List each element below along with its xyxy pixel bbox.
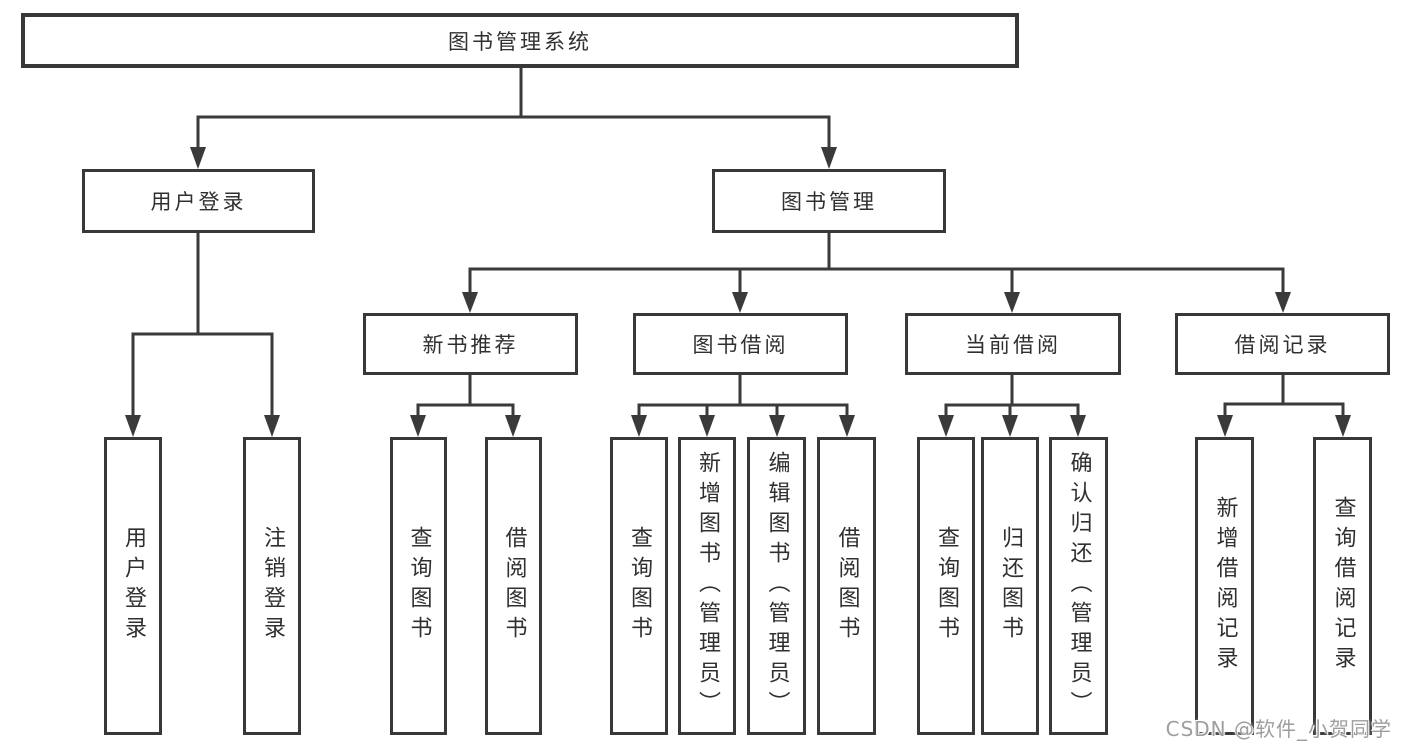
leaf-cb-query-books: 查询图书 xyxy=(917,437,975,735)
leaf-cb-return-books: 归还图书 xyxy=(981,437,1039,735)
node-book-borrow: 图书借阅 xyxy=(633,313,848,375)
connector-line xyxy=(416,403,515,416)
leaf-br-add-record: 新增借阅记录 xyxy=(1195,437,1254,735)
connector-line xyxy=(468,267,1285,294)
connector-line xyxy=(1223,402,1345,416)
arrowhead-down-icon xyxy=(1335,415,1351,437)
leaf-nb-query-books: 查询图书 xyxy=(390,437,447,735)
leaf-bb-add-books-admin: 新增图书（管理员） xyxy=(678,437,736,735)
connector-line xyxy=(131,332,274,416)
arrowhead-down-icon xyxy=(631,415,647,437)
node-book-management: 图书管理 xyxy=(712,169,946,233)
connector-borrow-records-to-leaves xyxy=(1217,375,1351,437)
leaf-logout: 注销登录 xyxy=(243,437,301,735)
arrowhead-down-icon xyxy=(1275,292,1291,313)
connector-new-book-recommend-to-leaves xyxy=(410,375,521,437)
arrowhead-down-icon xyxy=(821,147,837,169)
arrowhead-down-icon xyxy=(938,415,954,437)
arrowhead-down-icon xyxy=(410,415,426,437)
arrowhead-down-icon xyxy=(1070,415,1086,437)
connector-book-borrow-to-leaves xyxy=(631,375,855,437)
leaf-user-login: 用户登录 xyxy=(104,437,162,735)
arrowhead-down-icon xyxy=(732,292,748,313)
watermark: CSDN @软件_小贺同学 xyxy=(1165,717,1392,741)
arrowhead-down-icon xyxy=(699,415,715,437)
leaf-br-query-record: 查询借阅记录 xyxy=(1313,437,1372,735)
arrowhead-down-icon xyxy=(264,415,280,437)
arrowhead-down-icon xyxy=(190,147,206,169)
arrowhead-down-icon xyxy=(1002,415,1018,437)
leaf-bb-borrow-books: 借阅图书 xyxy=(817,437,876,735)
connector-book-management-to-level3 xyxy=(462,233,1291,313)
node-library-management-system: 图书管理系统 xyxy=(21,13,1019,68)
leaf-cb-confirm-return-admin: 确认归还（管理员） xyxy=(1049,437,1108,735)
node-current-borrow: 当前借阅 xyxy=(905,313,1121,375)
arrowhead-down-icon xyxy=(505,415,521,437)
connector-line xyxy=(196,115,831,150)
connector-line xyxy=(944,403,1080,416)
arrowhead-down-icon xyxy=(769,415,785,437)
arrowhead-down-icon xyxy=(1004,292,1020,313)
leaf-nb-borrow-books: 借阅图书 xyxy=(485,437,542,735)
connector-line xyxy=(637,403,849,416)
leaf-bb-edit-books-admin: 编辑图书（管理员） xyxy=(747,437,806,735)
node-new-book-recommend: 新书推荐 xyxy=(363,313,578,375)
arrowhead-down-icon xyxy=(839,415,855,437)
node-borrow-records: 借阅记录 xyxy=(1175,313,1390,375)
leaf-bb-query-books: 查询图书 xyxy=(610,437,668,735)
connector-root-to-level2 xyxy=(190,68,837,169)
arrowhead-down-icon xyxy=(462,292,478,313)
arrowhead-down-icon xyxy=(1217,415,1233,437)
connector-user-login-to-leaves xyxy=(125,233,280,437)
arrowhead-down-icon xyxy=(125,415,141,437)
connector-current-borrow-to-leaves xyxy=(938,375,1086,437)
node-user-login: 用户登录 xyxy=(82,169,315,233)
